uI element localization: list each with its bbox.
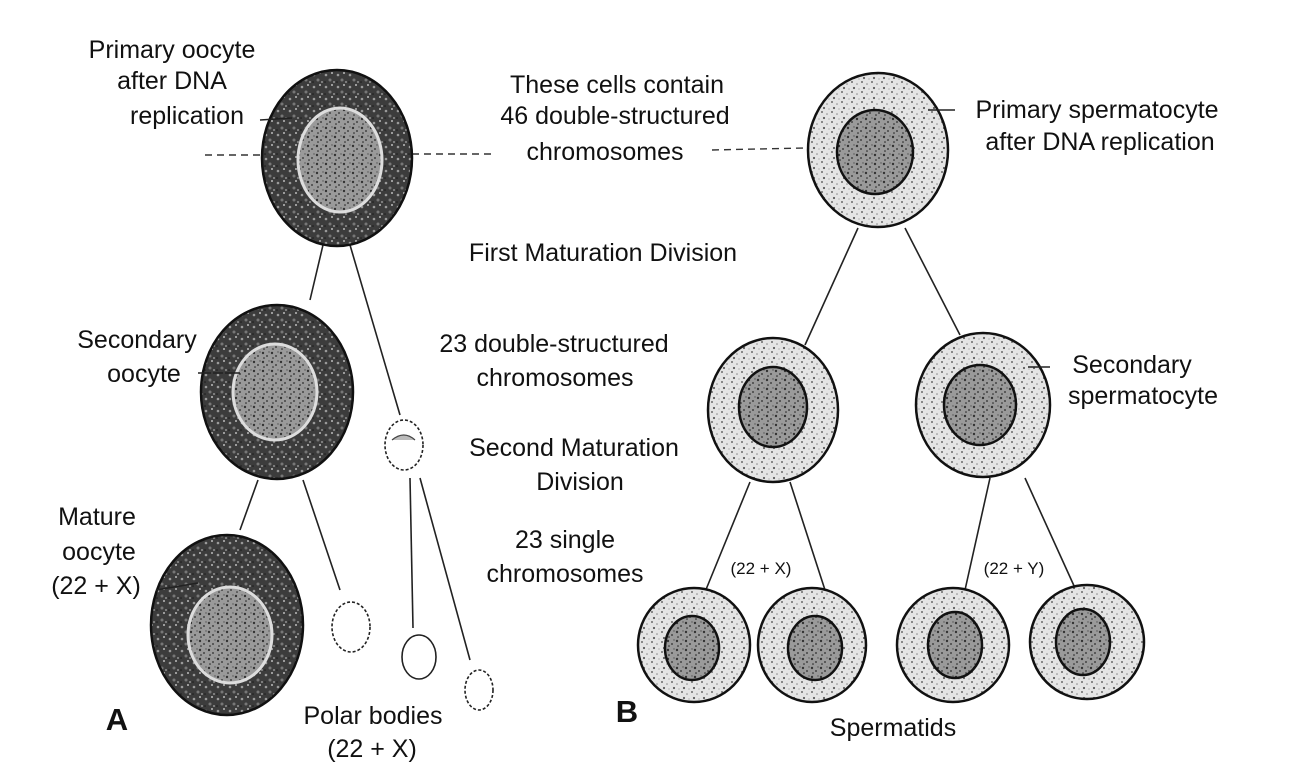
label-primary-spermatocyte: Primary spermatocyte after DNA replicati… xyxy=(975,96,1218,156)
spermatid-4 xyxy=(1028,583,1146,701)
svg-text:chromosomes: chromosomes xyxy=(477,364,634,392)
secondary-spermatocyte-right xyxy=(914,331,1052,479)
line-secondary-left-to-spermatid-2 xyxy=(789,481,826,591)
line-first-polar-body-right xyxy=(419,477,471,661)
label-polar-bodies: Polar bodies (22 + X) xyxy=(304,702,443,763)
svg-text:chromosomes: chromosomes xyxy=(527,138,684,166)
svg-text:spermatocyte: spermatocyte xyxy=(1068,382,1218,410)
svg-text:23 single: 23 single xyxy=(515,526,615,554)
label-first-maturation-division: First Maturation Division xyxy=(469,239,737,267)
line-secondary-right-to-spermatid-3 xyxy=(964,477,991,591)
label-shared-note: These cells contain 46 double-structured… xyxy=(500,71,729,166)
spermatid-3 xyxy=(895,586,1011,704)
line-primary-to-secondary-spermatocyte-left xyxy=(804,227,859,346)
line-primary-to-first-polar-body xyxy=(349,244,401,416)
leader-mature-oocyte xyxy=(155,582,199,591)
mature-oocyte xyxy=(149,533,305,717)
spermatid-1 xyxy=(636,586,752,704)
panel-label-a: A xyxy=(106,702,128,737)
line-first-polar-body-left xyxy=(409,477,414,629)
svg-text:oocyte: oocyte xyxy=(62,538,136,566)
label-22-x-spermatids: (22 + X) xyxy=(731,559,792,578)
svg-text:after DNA replication: after DNA replication xyxy=(985,128,1214,156)
primary-spermatocyte xyxy=(806,71,950,229)
line-secondary-to-mature-oocyte xyxy=(239,479,259,531)
svg-text:23 double-structured: 23 double-structured xyxy=(439,330,668,358)
svg-text:Mature: Mature xyxy=(58,503,136,531)
line-primary-to-secondary-oocyte xyxy=(309,244,324,301)
svg-text:These cells contain: These cells contain xyxy=(510,71,724,99)
primary-oocyte xyxy=(260,68,414,248)
polar-body-fourth xyxy=(464,669,494,711)
polar-body-first xyxy=(384,419,424,471)
lineage-lines xyxy=(205,147,1076,661)
svg-text:(22 + X): (22 + X) xyxy=(327,735,417,763)
svg-text:Second Maturation: Second Maturation xyxy=(469,434,679,462)
polar-body-second xyxy=(331,601,371,653)
line-secondary-left-to-spermatid-1 xyxy=(704,481,751,593)
leader-lines xyxy=(155,109,1050,591)
svg-text:chromosomes: chromosomes xyxy=(487,560,644,588)
svg-text:after DNA: after DNA xyxy=(117,67,227,95)
label-secondary-spermatocyte: Secondary spermatocyte xyxy=(1068,351,1218,410)
label-22-y-spermatids: (22 + Y) xyxy=(984,559,1045,578)
line-secondary-to-polar-body xyxy=(302,479,341,591)
polar-body-third xyxy=(401,634,437,680)
secondary-spermatocyte-left xyxy=(706,336,840,484)
label-secondary-oocyte: Secondary oocyte xyxy=(77,326,197,388)
secondary-oocyte xyxy=(199,303,355,481)
svg-text:Polar bodies: Polar bodies xyxy=(304,702,443,730)
svg-text:replication: replication xyxy=(130,102,244,130)
svg-text:Division: Division xyxy=(536,468,624,496)
label-mature-oocyte: Mature oocyte (22 + X) xyxy=(51,503,141,600)
leader-primary-oocyte xyxy=(259,117,293,121)
svg-text:Secondary: Secondary xyxy=(1072,351,1192,379)
line-primary-to-secondary-spermatocyte-right xyxy=(904,227,961,336)
svg-text:Primary spermatocyte: Primary spermatocyte xyxy=(975,96,1218,124)
label-primary-oocyte: Primary oocyte after DNA replication xyxy=(89,36,256,130)
svg-text:46 double-structured: 46 double-structured xyxy=(500,102,729,130)
label-23-single: 23 single chromosomes xyxy=(487,526,644,588)
panel-label-b: B xyxy=(616,694,638,729)
line-secondary-right-to-spermatid-4 xyxy=(1024,477,1076,589)
dashed-link-right xyxy=(711,147,806,151)
spermatid-2 xyxy=(756,586,868,704)
svg-text:(22 + X): (22 + X) xyxy=(51,572,141,600)
label-second-maturation-division: Second Maturation Division xyxy=(469,434,679,496)
svg-text:oocyte: oocyte xyxy=(107,360,181,388)
svg-text:Secondary: Secondary xyxy=(77,326,197,354)
label-23-double-structured: 23 double-structured chromosomes xyxy=(439,330,668,392)
label-spermatids: Spermatids xyxy=(830,714,956,742)
svg-text:Primary oocyte: Primary oocyte xyxy=(89,36,256,64)
